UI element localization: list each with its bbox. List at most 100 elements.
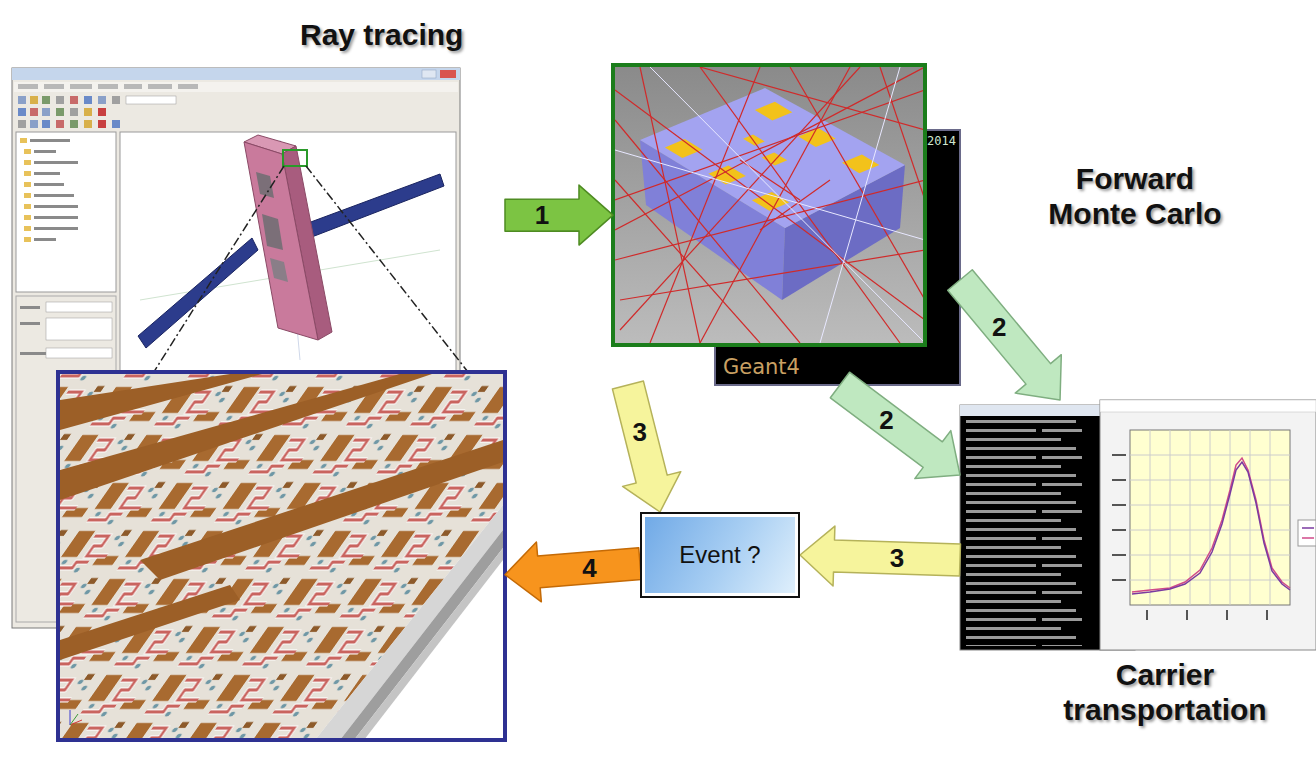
plot-window bbox=[1112, 554, 1126, 556]
plot-window bbox=[1130, 430, 1290, 605]
geant4-window bbox=[790, 67, 923, 300]
property-field bbox=[20, 306, 40, 309]
geant4-window bbox=[650, 67, 923, 343]
text-slot: Geant4 bbox=[723, 355, 800, 379]
geant4-window bbox=[762, 152, 788, 165]
panel-heading: Forward Monte Carlo bbox=[1035, 162, 1235, 231]
text-slot: 2 bbox=[879, 407, 893, 433]
text-slot: Forward Monte Carlo bbox=[1035, 162, 1235, 231]
window-text: 2014 bbox=[927, 134, 956, 148]
circuit-layout bbox=[315, 505, 503, 738]
satellite-model bbox=[300, 174, 444, 240]
tree-item bbox=[34, 183, 64, 186]
tree-item bbox=[24, 160, 31, 165]
tree-item bbox=[20, 138, 27, 143]
zoom-marker bbox=[306, 166, 468, 372]
tree-item bbox=[24, 171, 31, 176]
event-box: Event ? bbox=[640, 512, 800, 598]
text-slot: Event ? bbox=[679, 541, 760, 569]
toolbar-icon bbox=[98, 96, 106, 104]
tree-item bbox=[24, 149, 31, 154]
plot-window bbox=[1130, 430, 1290, 605]
toolbar-icon bbox=[56, 96, 64, 104]
circuit-layout bbox=[354, 548, 503, 738]
software-window bbox=[44, 84, 64, 89]
step-number: 3 bbox=[633, 419, 647, 445]
software-window bbox=[422, 70, 436, 78]
toolbar-icon bbox=[18, 96, 176, 128]
property-field bbox=[46, 348, 112, 358]
geant4-window bbox=[615, 90, 923, 200]
circuit-layout bbox=[70, 710, 71, 725]
toolbar-icon bbox=[98, 120, 106, 128]
tree-item bbox=[24, 193, 31, 198]
zoom-marker bbox=[145, 150, 468, 386]
plot-window bbox=[1100, 400, 1316, 650]
geant4-window bbox=[613, 65, 960, 385]
software-window bbox=[148, 84, 172, 89]
tree-item bbox=[34, 194, 74, 197]
step-number: 2 bbox=[992, 314, 1006, 340]
tree-item bbox=[34, 150, 56, 153]
tree-item bbox=[20, 138, 78, 242]
text-slot: Carrier transportation bbox=[1055, 658, 1275, 727]
software-window bbox=[70, 84, 92, 89]
panel-heading: Ray tracing bbox=[300, 18, 463, 53]
geant4-window bbox=[743, 134, 765, 145]
geant4-window bbox=[665, 139, 702, 158]
satellite-model bbox=[138, 238, 258, 348]
screenshot-panel: Carrier transportation bbox=[960, 400, 1316, 650]
property-field bbox=[20, 302, 112, 358]
toolbar-icon bbox=[70, 96, 78, 104]
software-window bbox=[440, 70, 456, 78]
geant4-window bbox=[615, 67, 923, 343]
plot-window bbox=[1112, 454, 1126, 456]
block-arrow bbox=[948, 270, 1062, 400]
geant4-window bbox=[613, 65, 925, 345]
plot-window bbox=[1302, 527, 1314, 529]
window-caption: Geant4 bbox=[723, 355, 800, 379]
screenshot-panel: Ray tracing bbox=[12, 68, 505, 740]
tree-item bbox=[24, 215, 31, 220]
tree-item bbox=[30, 139, 70, 142]
toolbar-icon bbox=[70, 108, 78, 116]
toolbar-icon bbox=[84, 96, 92, 104]
circuit-layout bbox=[58, 372, 505, 740]
toolbar-icon bbox=[42, 120, 50, 128]
geant4-window bbox=[700, 67, 923, 130]
circuit-layout bbox=[58, 372, 505, 740]
box-label: Event ? bbox=[679, 541, 760, 569]
software-window bbox=[16, 132, 116, 292]
tree-item bbox=[34, 238, 56, 241]
step-number: 2 bbox=[879, 407, 893, 433]
plot-window bbox=[1298, 520, 1316, 546]
toolbar-icon bbox=[30, 108, 38, 116]
toolbar-icon bbox=[84, 108, 92, 116]
plot-window bbox=[1146, 610, 1148, 620]
toolbar-icon bbox=[18, 120, 26, 128]
property-field bbox=[20, 322, 40, 325]
satellite-model bbox=[270, 258, 288, 282]
toolbar-icon bbox=[42, 96, 50, 104]
plot-window bbox=[1250, 430, 1251, 605]
block-arrow bbox=[830, 372, 960, 478]
tree-item bbox=[34, 227, 78, 230]
plot-window bbox=[1230, 430, 1231, 605]
text-slot: 3 bbox=[633, 419, 647, 445]
plot-window bbox=[1132, 462, 1290, 594]
toolbar-icon bbox=[84, 120, 92, 128]
plot-window bbox=[1132, 458, 1290, 592]
toolbar-icon bbox=[18, 108, 26, 116]
property-field bbox=[46, 302, 112, 312]
tree-item bbox=[24, 182, 31, 187]
toolbar-icon bbox=[42, 108, 50, 116]
software-window bbox=[178, 84, 198, 89]
toolbar-icon bbox=[30, 96, 38, 104]
block-arrow bbox=[505, 542, 641, 602]
text-slot: 2014 bbox=[927, 134, 956, 148]
toolbar-icon bbox=[56, 108, 64, 116]
block-arrow bbox=[612, 381, 680, 512]
software-window bbox=[18, 84, 38, 89]
